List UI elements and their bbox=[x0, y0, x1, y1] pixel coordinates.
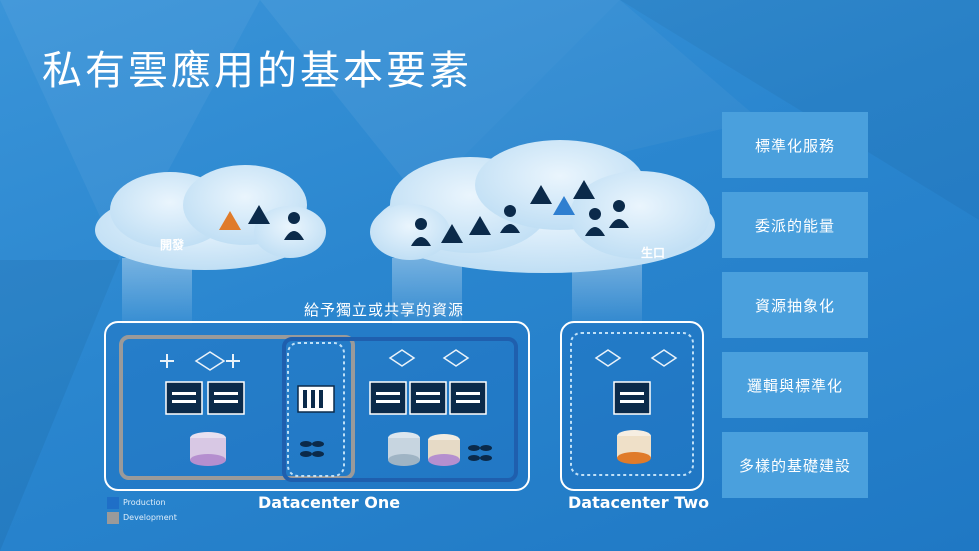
side-item-standardized-services: 標準化服務 bbox=[722, 112, 868, 178]
legend-label-development: Development bbox=[123, 513, 177, 522]
datacenter-two-pool bbox=[570, 332, 694, 476]
service-triangle-icon bbox=[441, 224, 463, 243]
side-item-label: 資源抽象化 bbox=[754, 296, 835, 315]
beam-left bbox=[122, 258, 192, 324]
side-item-label: 標準化服務 bbox=[754, 136, 835, 155]
side-item-diverse-infrastructure: 多樣的基礎建設 bbox=[722, 432, 868, 498]
network-switch-icon bbox=[650, 349, 678, 367]
cloud-label-production: 生口 bbox=[641, 246, 666, 260]
user-icon bbox=[284, 212, 304, 240]
cloud-production bbox=[370, 140, 715, 273]
beam-center bbox=[392, 258, 462, 324]
service-triangle-icon bbox=[219, 211, 241, 230]
user-icon bbox=[585, 208, 605, 236]
legend-swatch-development bbox=[107, 512, 119, 524]
network-switch-icon bbox=[442, 349, 470, 367]
service-triangle-icon bbox=[573, 180, 595, 199]
storage-database-icon bbox=[388, 432, 420, 466]
side-item-delegated-capacity: 委派的能量 bbox=[722, 192, 868, 258]
page-title: 私有雲應用的基本要素 bbox=[42, 48, 472, 94]
side-item-logic-standardization: 邏輯與標準化 bbox=[722, 352, 868, 418]
network-node-icon bbox=[160, 354, 174, 368]
shared-resources-label: 給予獨立或共享的資源 bbox=[304, 301, 465, 319]
network-switch-icon bbox=[594, 349, 622, 367]
storage-database-icon bbox=[428, 434, 460, 466]
service-triangle-icon bbox=[530, 185, 552, 204]
user-icon bbox=[500, 205, 520, 233]
network-switch-icon bbox=[194, 351, 226, 371]
production-boundary bbox=[282, 337, 518, 482]
cloud-development bbox=[95, 165, 326, 270]
server-icon bbox=[409, 381, 447, 415]
side-item-resource-abstraction: 資源抽象化 bbox=[722, 272, 868, 338]
legend-label-production: Production bbox=[123, 498, 166, 507]
server-icon bbox=[207, 381, 245, 415]
side-item-label: 邏輯與標準化 bbox=[746, 376, 843, 395]
datacenter-one-label: Datacenter One bbox=[258, 493, 401, 512]
server-icon bbox=[165, 381, 203, 415]
datacenter-two-label: Datacenter Two bbox=[568, 493, 710, 512]
development-boundary bbox=[119, 335, 355, 480]
server-icon bbox=[369, 381, 407, 415]
clouds bbox=[95, 140, 715, 273]
legend-swatch-production bbox=[107, 497, 119, 509]
user-icon bbox=[411, 218, 431, 246]
shared-resource-column bbox=[287, 342, 345, 477]
storage-database-icon bbox=[190, 432, 226, 466]
storage-disks-icon bbox=[468, 445, 492, 461]
service-triangle-icon bbox=[469, 216, 491, 235]
network-switch-icon bbox=[388, 349, 416, 367]
blade-server-icon bbox=[297, 385, 335, 413]
network-node-icon bbox=[226, 354, 240, 368]
side-item-label: 委派的能量 bbox=[754, 216, 835, 235]
cloud-label-development: 開發 bbox=[160, 238, 185, 252]
storage-database-icon bbox=[617, 430, 651, 464]
storage-disks-icon bbox=[300, 441, 324, 457]
server-icon bbox=[449, 381, 487, 415]
user-icon bbox=[609, 200, 629, 228]
side-item-label: 多樣的基礎建設 bbox=[738, 456, 851, 475]
server-icon bbox=[613, 381, 651, 415]
service-triangle-icon bbox=[248, 205, 270, 224]
service-triangle-icon bbox=[553, 196, 575, 215]
